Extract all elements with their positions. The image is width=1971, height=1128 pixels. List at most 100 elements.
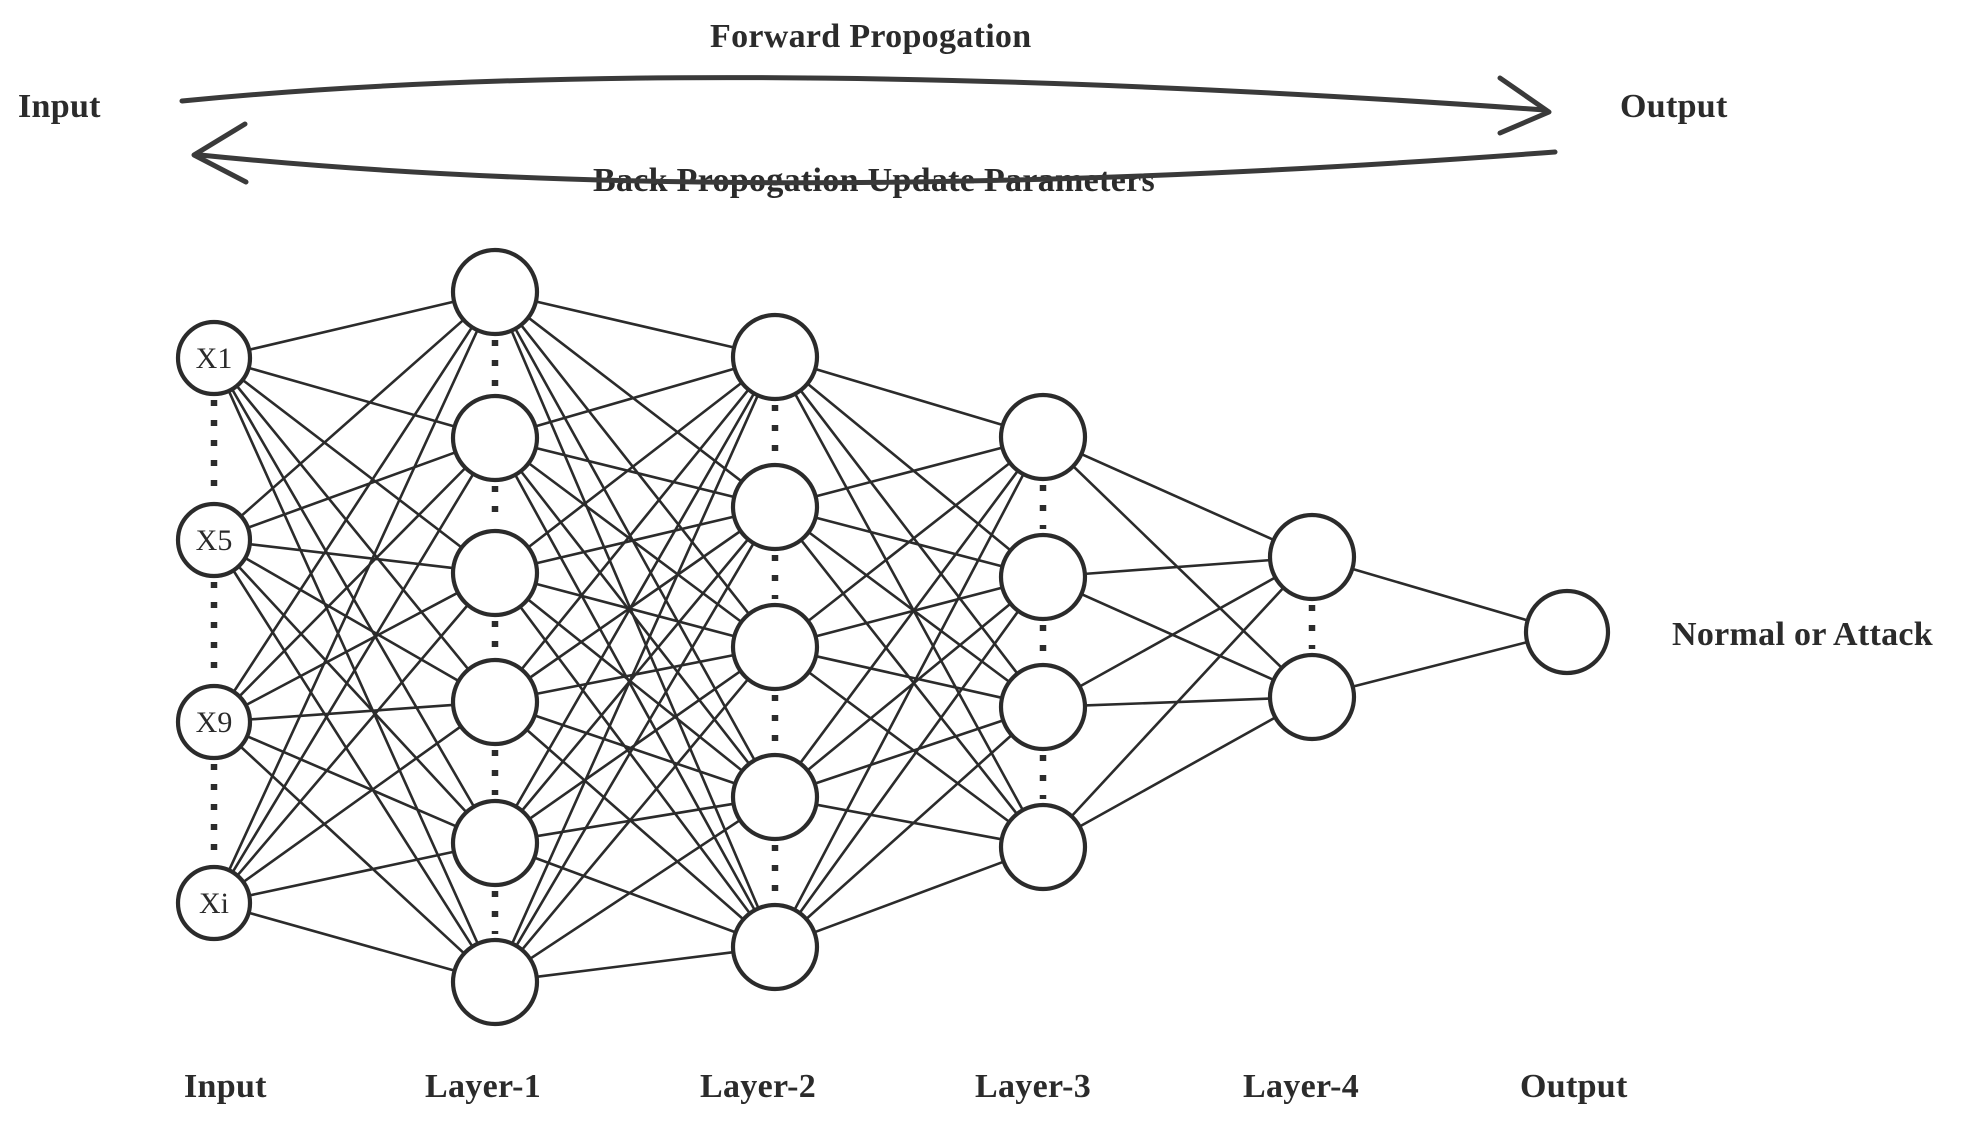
- node-circle: [450, 393, 540, 483]
- network-edge: [534, 367, 736, 428]
- network-edge: [520, 388, 750, 671]
- network-edge: [533, 856, 737, 934]
- network-edge: [1079, 716, 1276, 828]
- node-circle: [1267, 652, 1357, 742]
- node-input-4[interactable]: Xi: [175, 864, 253, 942]
- network-edge: [520, 678, 750, 951]
- network-edge: [1352, 640, 1528, 688]
- node-layer-1-1[interactable]: [450, 247, 540, 337]
- network-edge: [239, 745, 466, 955]
- network-edge: [510, 394, 760, 945]
- network-edge: [231, 473, 475, 873]
- network-edge: [1351, 567, 1529, 622]
- node-input-3[interactable]: X9: [175, 683, 253, 761]
- network-edge: [526, 598, 744, 772]
- node-output-1[interactable]: [1523, 588, 1611, 676]
- network-edge: [805, 734, 1013, 920]
- network-edge: [227, 329, 479, 871]
- node-circle: [998, 662, 1088, 752]
- node-layer-1-5[interactable]: [450, 798, 540, 888]
- network-edge: [1084, 558, 1271, 576]
- input-node-label: Xi: [199, 887, 229, 920]
- node-layer-1-4[interactable]: [450, 657, 540, 747]
- node-layer-2-2[interactable]: [730, 462, 820, 552]
- network-edge: [248, 911, 455, 972]
- network-edge: [519, 470, 751, 765]
- network-edge: [815, 446, 1003, 498]
- node-layer-2-1[interactable]: [730, 312, 820, 402]
- network-edge: [536, 950, 734, 979]
- layer-caption-input: Input: [184, 1068, 267, 1105]
- network-edge: [793, 473, 1025, 911]
- node-circle: [175, 683, 253, 761]
- layer-caption-layer-4: Layer-4: [1243, 1068, 1360, 1105]
- input-node-label: X9: [196, 706, 233, 739]
- node-circle: [998, 392, 1088, 482]
- node-circle: [1267, 512, 1357, 602]
- network-edge: [515, 542, 755, 947]
- layer-caption-layer-3: Layer-3: [975, 1068, 1092, 1105]
- forward-propagation-arrow: [179, 75, 1552, 136]
- network-edge: [813, 860, 1005, 934]
- network-edge: [534, 714, 736, 785]
- input-node-label: X5: [196, 524, 233, 557]
- node-layer-4-2[interactable]: [1267, 652, 1357, 742]
- forward-propagation-label: Forward Propogation: [710, 18, 1032, 55]
- node-circle: [175, 319, 253, 397]
- network-edge: [535, 582, 735, 638]
- network-edge: [237, 565, 468, 814]
- layer-caption-layer-2: Layer-2: [700, 1068, 817, 1105]
- node-circle: [450, 937, 540, 1027]
- network-edge: [1080, 452, 1275, 542]
- network-edge: [242, 725, 462, 884]
- node-circle: [998, 802, 1088, 892]
- network-edge: [527, 381, 743, 549]
- node-layer-3-1[interactable]: [998, 392, 1088, 482]
- node-input-2[interactable]: X5: [175, 501, 253, 579]
- network-edge: [527, 462, 743, 623]
- network-edge: [238, 466, 467, 698]
- node-layer-2-4[interactable]: [730, 752, 820, 842]
- network-edge: [520, 538, 750, 812]
- network-edge: [807, 531, 1011, 683]
- network-edge: [814, 367, 1004, 427]
- network-edge: [798, 610, 1020, 914]
- network-edge: [227, 390, 479, 945]
- network-edge: [241, 378, 463, 549]
- node-layer-2-5[interactable]: [730, 902, 820, 992]
- node-layer-3-3[interactable]: [998, 662, 1088, 752]
- node-layer-1-2[interactable]: [450, 393, 540, 483]
- node-circle: [730, 602, 820, 692]
- network-edge: [536, 802, 734, 838]
- input-node-label: X1: [196, 342, 233, 375]
- node-layer-3-4[interactable]: [998, 802, 1088, 892]
- node-circle: [450, 247, 540, 337]
- node-layer-1-3[interactable]: [450, 528, 540, 618]
- network-edge: [245, 591, 459, 707]
- node-circle: [450, 798, 540, 888]
- network-edge: [807, 461, 1011, 623]
- network-edge: [815, 586, 1003, 638]
- node-layer-4-1[interactable]: [1267, 512, 1357, 602]
- network-edge: [814, 719, 1004, 785]
- node-layer-3-2[interactable]: [998, 532, 1088, 622]
- node-layer-2-3[interactable]: [730, 602, 820, 692]
- node-circle: [730, 752, 820, 842]
- back-propagation-arrow: [191, 121, 1558, 186]
- network-edges: [227, 300, 1529, 979]
- network-edge: [528, 529, 742, 680]
- network-edge: [806, 602, 1012, 772]
- node-layer-1-6[interactable]: [450, 937, 540, 1027]
- network-edge: [815, 654, 1003, 700]
- node-circle: [1523, 588, 1611, 676]
- network-edge: [519, 324, 751, 615]
- network-edge: [248, 850, 455, 897]
- network-edge: [247, 451, 456, 529]
- network-edge: [519, 605, 751, 915]
- network-edge: [799, 469, 1019, 765]
- network-edge: [248, 366, 455, 428]
- node-circle: [730, 462, 820, 552]
- node-input-1[interactable]: X1: [175, 319, 253, 397]
